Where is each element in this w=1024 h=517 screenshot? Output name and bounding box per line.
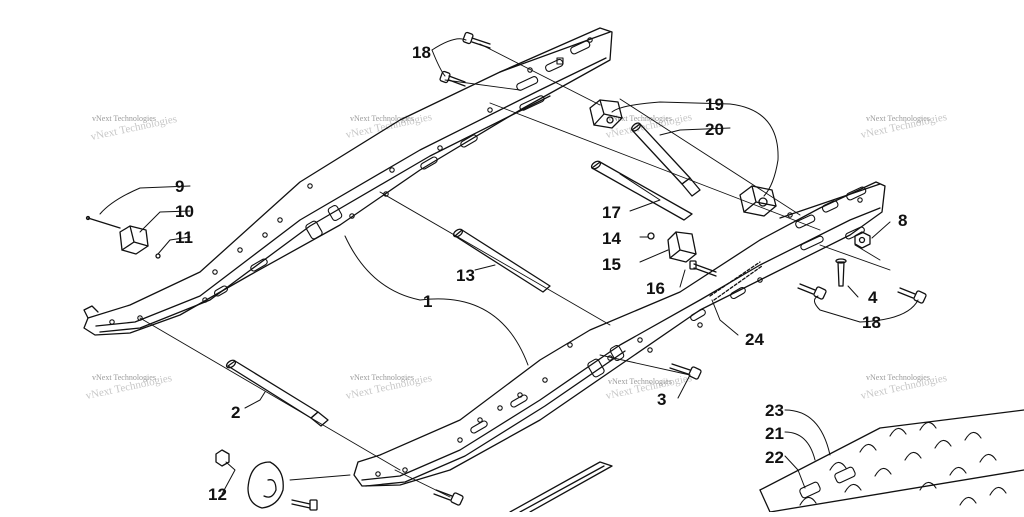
callouts: 18 19 20 9 10 11 17 8 14 15 13 16 4 1 18… xyxy=(175,43,907,504)
svg-text:vNext Technologies: vNext Technologies xyxy=(350,114,414,123)
svg-text:vNext Technologies: vNext Technologies xyxy=(608,114,672,123)
callout-16: 16 xyxy=(646,279,665,298)
bolt-18-lower-a xyxy=(797,283,827,300)
svg-text:vNext Technologies: vNext Technologies xyxy=(866,373,930,382)
block-19-upper xyxy=(589,99,623,129)
bolt-9 xyxy=(835,258,847,287)
bolt-18-upper-b xyxy=(439,70,466,87)
wheel-bracket xyxy=(247,461,284,509)
svg-text:vNext Technologies: vNext Technologies xyxy=(92,114,156,123)
callout-19: 19 xyxy=(705,95,724,114)
callout-14: 14 xyxy=(602,229,621,248)
callout-22: 22 xyxy=(765,448,784,467)
bolt-18-upper-a xyxy=(462,31,491,49)
bolt-16 xyxy=(689,260,717,277)
leader-lines xyxy=(99,38,919,495)
callout-12: 11 xyxy=(175,228,193,247)
callout-2: 2 xyxy=(231,403,240,422)
callout-21: 21 xyxy=(765,424,784,443)
callout-3: 3 xyxy=(657,390,666,409)
svg-text:vNext Technologies: vNext Technologies xyxy=(866,114,930,123)
callout-1: 1 xyxy=(423,292,432,311)
callout-23: 23 xyxy=(765,401,784,420)
nut-8 xyxy=(854,231,871,249)
block-15 xyxy=(667,231,697,263)
shaft-13 xyxy=(452,228,551,293)
shaft-20 xyxy=(631,122,701,197)
callout-17: 17 xyxy=(602,203,621,222)
svg-text:vNext Technologies: vNext Technologies xyxy=(350,373,414,382)
callout-18-lower: 18 xyxy=(862,313,881,332)
alignment-lines xyxy=(139,43,891,498)
block-19-lower xyxy=(739,185,777,217)
callout-13: 13 xyxy=(456,266,475,285)
bolt-3 xyxy=(669,363,702,380)
callout-11: 10 xyxy=(175,202,194,221)
svg-text:vNext Technologies: vNext Technologies xyxy=(92,373,156,382)
callout-20: 20 xyxy=(705,120,724,139)
bolt-lower-left xyxy=(291,499,318,511)
nut-14 xyxy=(647,232,655,240)
track-section xyxy=(759,409,1024,513)
callout-18-upper: 18 xyxy=(412,43,431,62)
callout-10: 9 xyxy=(175,177,184,196)
slide-rail xyxy=(509,461,613,513)
right-rail xyxy=(353,181,886,487)
bolt-lower-mid xyxy=(433,489,464,506)
callout-15: 15 xyxy=(602,255,621,274)
callout-24: 24 xyxy=(745,330,764,349)
shaft-2 xyxy=(225,359,329,427)
block-11 xyxy=(119,225,149,255)
callout-4: 12 xyxy=(208,485,227,504)
nut-12 xyxy=(155,253,161,259)
callout-8: 8 xyxy=(898,211,907,230)
svg-text:vNext Technologies: vNext Technologies xyxy=(608,377,672,386)
bolt-10 xyxy=(85,215,121,229)
nut-4 xyxy=(215,449,230,467)
bolt-18-lower-b xyxy=(897,287,927,304)
left-rail xyxy=(83,27,613,336)
callout-9: 4 xyxy=(868,288,878,307)
